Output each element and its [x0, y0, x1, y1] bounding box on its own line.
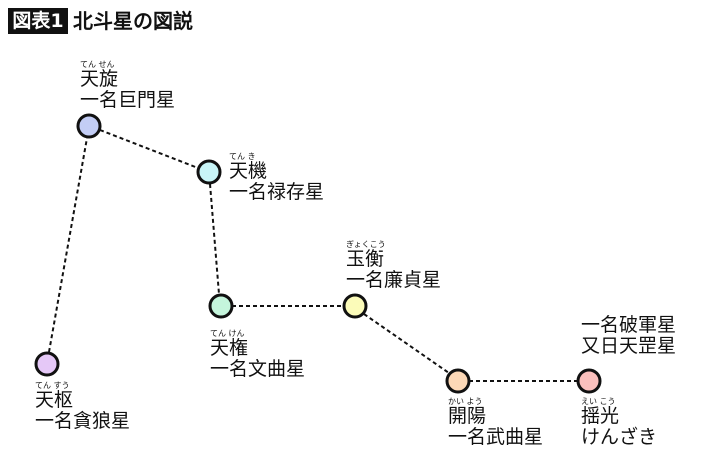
label-tensen: てん せん 天旋 一名巨門星: [80, 60, 175, 111]
ruby: ぎょくこう: [346, 240, 386, 249]
ruby: えい こう: [581, 397, 616, 406]
star-name: 天旋: [80, 68, 119, 90]
star-alias: 一名禄存星: [229, 181, 325, 203]
label-kaiyo: かい よう 開陽 一名武曲星: [448, 397, 543, 448]
ruby: てん せん: [80, 60, 115, 69]
star-name: 揺光: [581, 405, 620, 427]
star-tensu: [34, 351, 60, 377]
star-alias: 又日天罡星: [581, 335, 677, 357]
star-alias: 一名文曲星: [210, 358, 306, 380]
connector-tenki-tenken: [209, 183, 220, 295]
star-reading: けんざき: [581, 426, 658, 448]
ruby: かい よう: [448, 397, 483, 406]
label-tenken: てん けん 天権 一名文曲星: [210, 329, 305, 380]
connector-gyokko-kaiyo: [363, 313, 450, 374]
label-tenki: てん き 天機 一名禄存星: [229, 152, 324, 203]
star-alias: 一名破軍星: [581, 314, 677, 336]
label-eiko-aliases: 一名破軍星 又日天罡星: [581, 315, 676, 357]
page-title: 北斗星の図説: [73, 9, 193, 33]
label-gyokko: ぎょくこう 玉衡 一名廉貞星: [346, 240, 441, 291]
star-name: 玉衡: [346, 248, 385, 270]
star-name: 天枢: [35, 389, 74, 411]
star-tenki: [196, 159, 222, 185]
star-alias: 一名巨門星: [80, 89, 176, 111]
ruby: てん き: [229, 152, 256, 161]
star-name: 天機: [229, 160, 268, 182]
star-tensen: [76, 113, 102, 139]
ruby: てん けん: [210, 329, 245, 338]
connector-tensen-tenki: [99, 129, 199, 169]
star-kaiyo: [445, 368, 471, 394]
connector-tensu-tensen: [48, 137, 88, 353]
label-tensu: てん すう 天枢 一名貪狼星: [35, 381, 130, 432]
star-eiko: [576, 368, 602, 394]
star-alias: 一名貪狼星: [35, 410, 131, 432]
figure-badge: 図表1: [8, 8, 68, 34]
star-tenken: [208, 293, 234, 319]
label-eiko: えい こう 揺光 けんざき: [581, 397, 657, 448]
star-name: 天権: [210, 337, 249, 359]
star-gyokko: [342, 293, 368, 319]
ruby: てん すう: [35, 381, 70, 390]
star-name: 開陽: [448, 405, 487, 427]
star-alias: 一名廉貞星: [346, 269, 442, 291]
star-alias: 一名武曲星: [448, 426, 544, 448]
